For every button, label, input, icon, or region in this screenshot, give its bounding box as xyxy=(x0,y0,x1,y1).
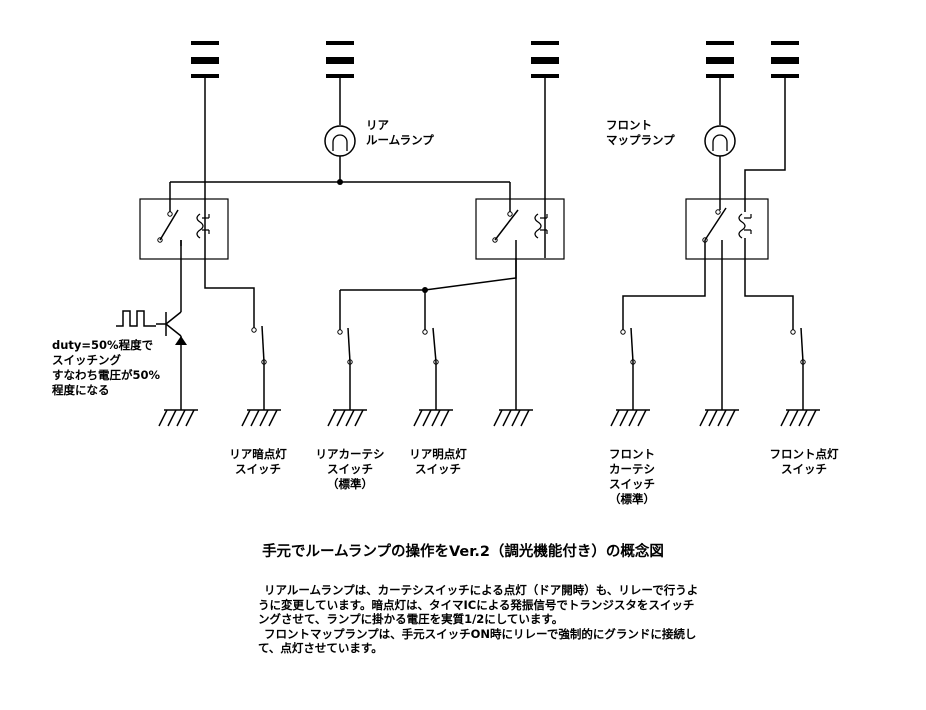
battery-plate xyxy=(326,41,354,45)
ground xyxy=(717,409,727,427)
pulse-wave xyxy=(116,310,156,327)
front-map-lamp-label: フロント マップランプ xyxy=(606,118,675,147)
battery-plate xyxy=(771,57,799,64)
front-light-switch-lever xyxy=(800,327,804,363)
ground xyxy=(185,409,195,427)
wire xyxy=(622,240,706,332)
front-light-switch-contact xyxy=(790,329,796,335)
relay-box xyxy=(475,198,565,260)
rear-bright-switch-contact xyxy=(422,329,428,335)
ground xyxy=(158,409,168,427)
ground xyxy=(798,409,808,427)
ground xyxy=(259,409,269,427)
relay-coil xyxy=(738,213,746,239)
battery-plate xyxy=(771,41,799,45)
relay-coil-lead xyxy=(744,214,752,234)
lamp-filament xyxy=(712,134,728,151)
battery-plate xyxy=(531,57,559,64)
battery-plate xyxy=(191,57,219,64)
rear-courtesy-switch-lever xyxy=(347,327,351,363)
relay2-switch-lever xyxy=(494,209,519,241)
relay3-switch-contact xyxy=(715,209,721,215)
ground xyxy=(345,409,355,427)
ground xyxy=(354,409,364,427)
rear-dark-switch-lever xyxy=(261,325,265,363)
ground xyxy=(807,409,817,427)
ground xyxy=(440,409,450,427)
wire xyxy=(165,323,182,337)
front-light-switch-label: フロント点灯 スイッチ xyxy=(769,447,839,476)
rear-courtesy-switch-contact xyxy=(337,329,343,335)
rear-dark-switch-contact xyxy=(251,327,257,333)
battery-plate xyxy=(531,74,559,78)
ground xyxy=(336,409,346,427)
rear-courtesy-switch-label: リアカーテシ スイッチ （標準） xyxy=(315,447,385,491)
battery-plate xyxy=(326,57,354,64)
ground xyxy=(520,409,530,427)
ground xyxy=(493,409,503,427)
relay-box xyxy=(139,198,229,260)
relay-coil xyxy=(196,213,204,239)
wire xyxy=(204,238,255,330)
ground xyxy=(699,409,709,427)
ground xyxy=(413,409,423,427)
wire xyxy=(165,311,182,325)
front-courtesy-switch-label: フロント カーテシ スイッチ （標準） xyxy=(609,447,655,506)
ground xyxy=(789,409,799,427)
battery-plate xyxy=(706,41,734,45)
lamp-bulb xyxy=(704,125,736,157)
relay3-switch-lever xyxy=(704,207,727,241)
emitter-arrow xyxy=(175,336,187,345)
duty-note: duty=50%程度で スイッチング すなわち電圧が50% 程度になる xyxy=(52,338,161,397)
diagram-title: 手元でルームランプの操作をVer.2（調光機能付き）の概念図 xyxy=(262,544,664,560)
ground xyxy=(250,409,260,427)
ground xyxy=(268,409,278,427)
rear-bright-switch-lever xyxy=(432,327,437,363)
rear-dark-switch-label: リア暗点灯 スイッチ xyxy=(229,447,287,476)
rear-room-lamp-label: リア ルームランプ xyxy=(366,118,434,147)
battery-plate xyxy=(771,74,799,78)
ground xyxy=(241,409,251,427)
wire xyxy=(744,78,786,212)
ground xyxy=(726,409,736,427)
battery-plate xyxy=(531,41,559,45)
ground xyxy=(610,409,620,427)
relay-coil-lead xyxy=(540,214,548,234)
ground xyxy=(502,409,512,427)
relay-coil-lead xyxy=(202,214,210,234)
ground xyxy=(628,409,638,427)
ground xyxy=(619,409,629,427)
ground xyxy=(327,409,337,427)
battery-plate xyxy=(706,57,734,64)
ground xyxy=(637,409,647,427)
ground xyxy=(422,409,432,427)
battery-plate xyxy=(191,41,219,45)
battery-plate xyxy=(706,74,734,78)
relay1-switch-contact xyxy=(167,211,173,217)
wire xyxy=(744,238,794,332)
relay-coil xyxy=(534,213,542,239)
lamp-filament xyxy=(332,134,348,151)
wire xyxy=(424,246,517,291)
battery-plate xyxy=(326,74,354,78)
battery-plate xyxy=(191,74,219,78)
description-text: リアルームランプは、カーテシスイッチによる点灯（ドア開時）も、リレーで行うよ う… xyxy=(258,583,699,655)
relay1-switch-lever xyxy=(159,209,179,241)
relay2-switch-contact xyxy=(507,211,513,217)
ground xyxy=(167,409,177,427)
ground xyxy=(176,409,186,427)
ground xyxy=(708,409,718,427)
rear-bright-switch-label: リア明点灯 スイッチ xyxy=(409,447,467,476)
front-courtesy-switch-lever xyxy=(630,327,634,363)
front-courtesy-switch-contact xyxy=(620,329,626,335)
ground xyxy=(780,409,790,427)
junction-dot xyxy=(337,179,343,185)
ground xyxy=(431,409,441,427)
lamp-bulb xyxy=(324,125,356,157)
ground xyxy=(511,409,521,427)
relay-box xyxy=(685,198,769,260)
